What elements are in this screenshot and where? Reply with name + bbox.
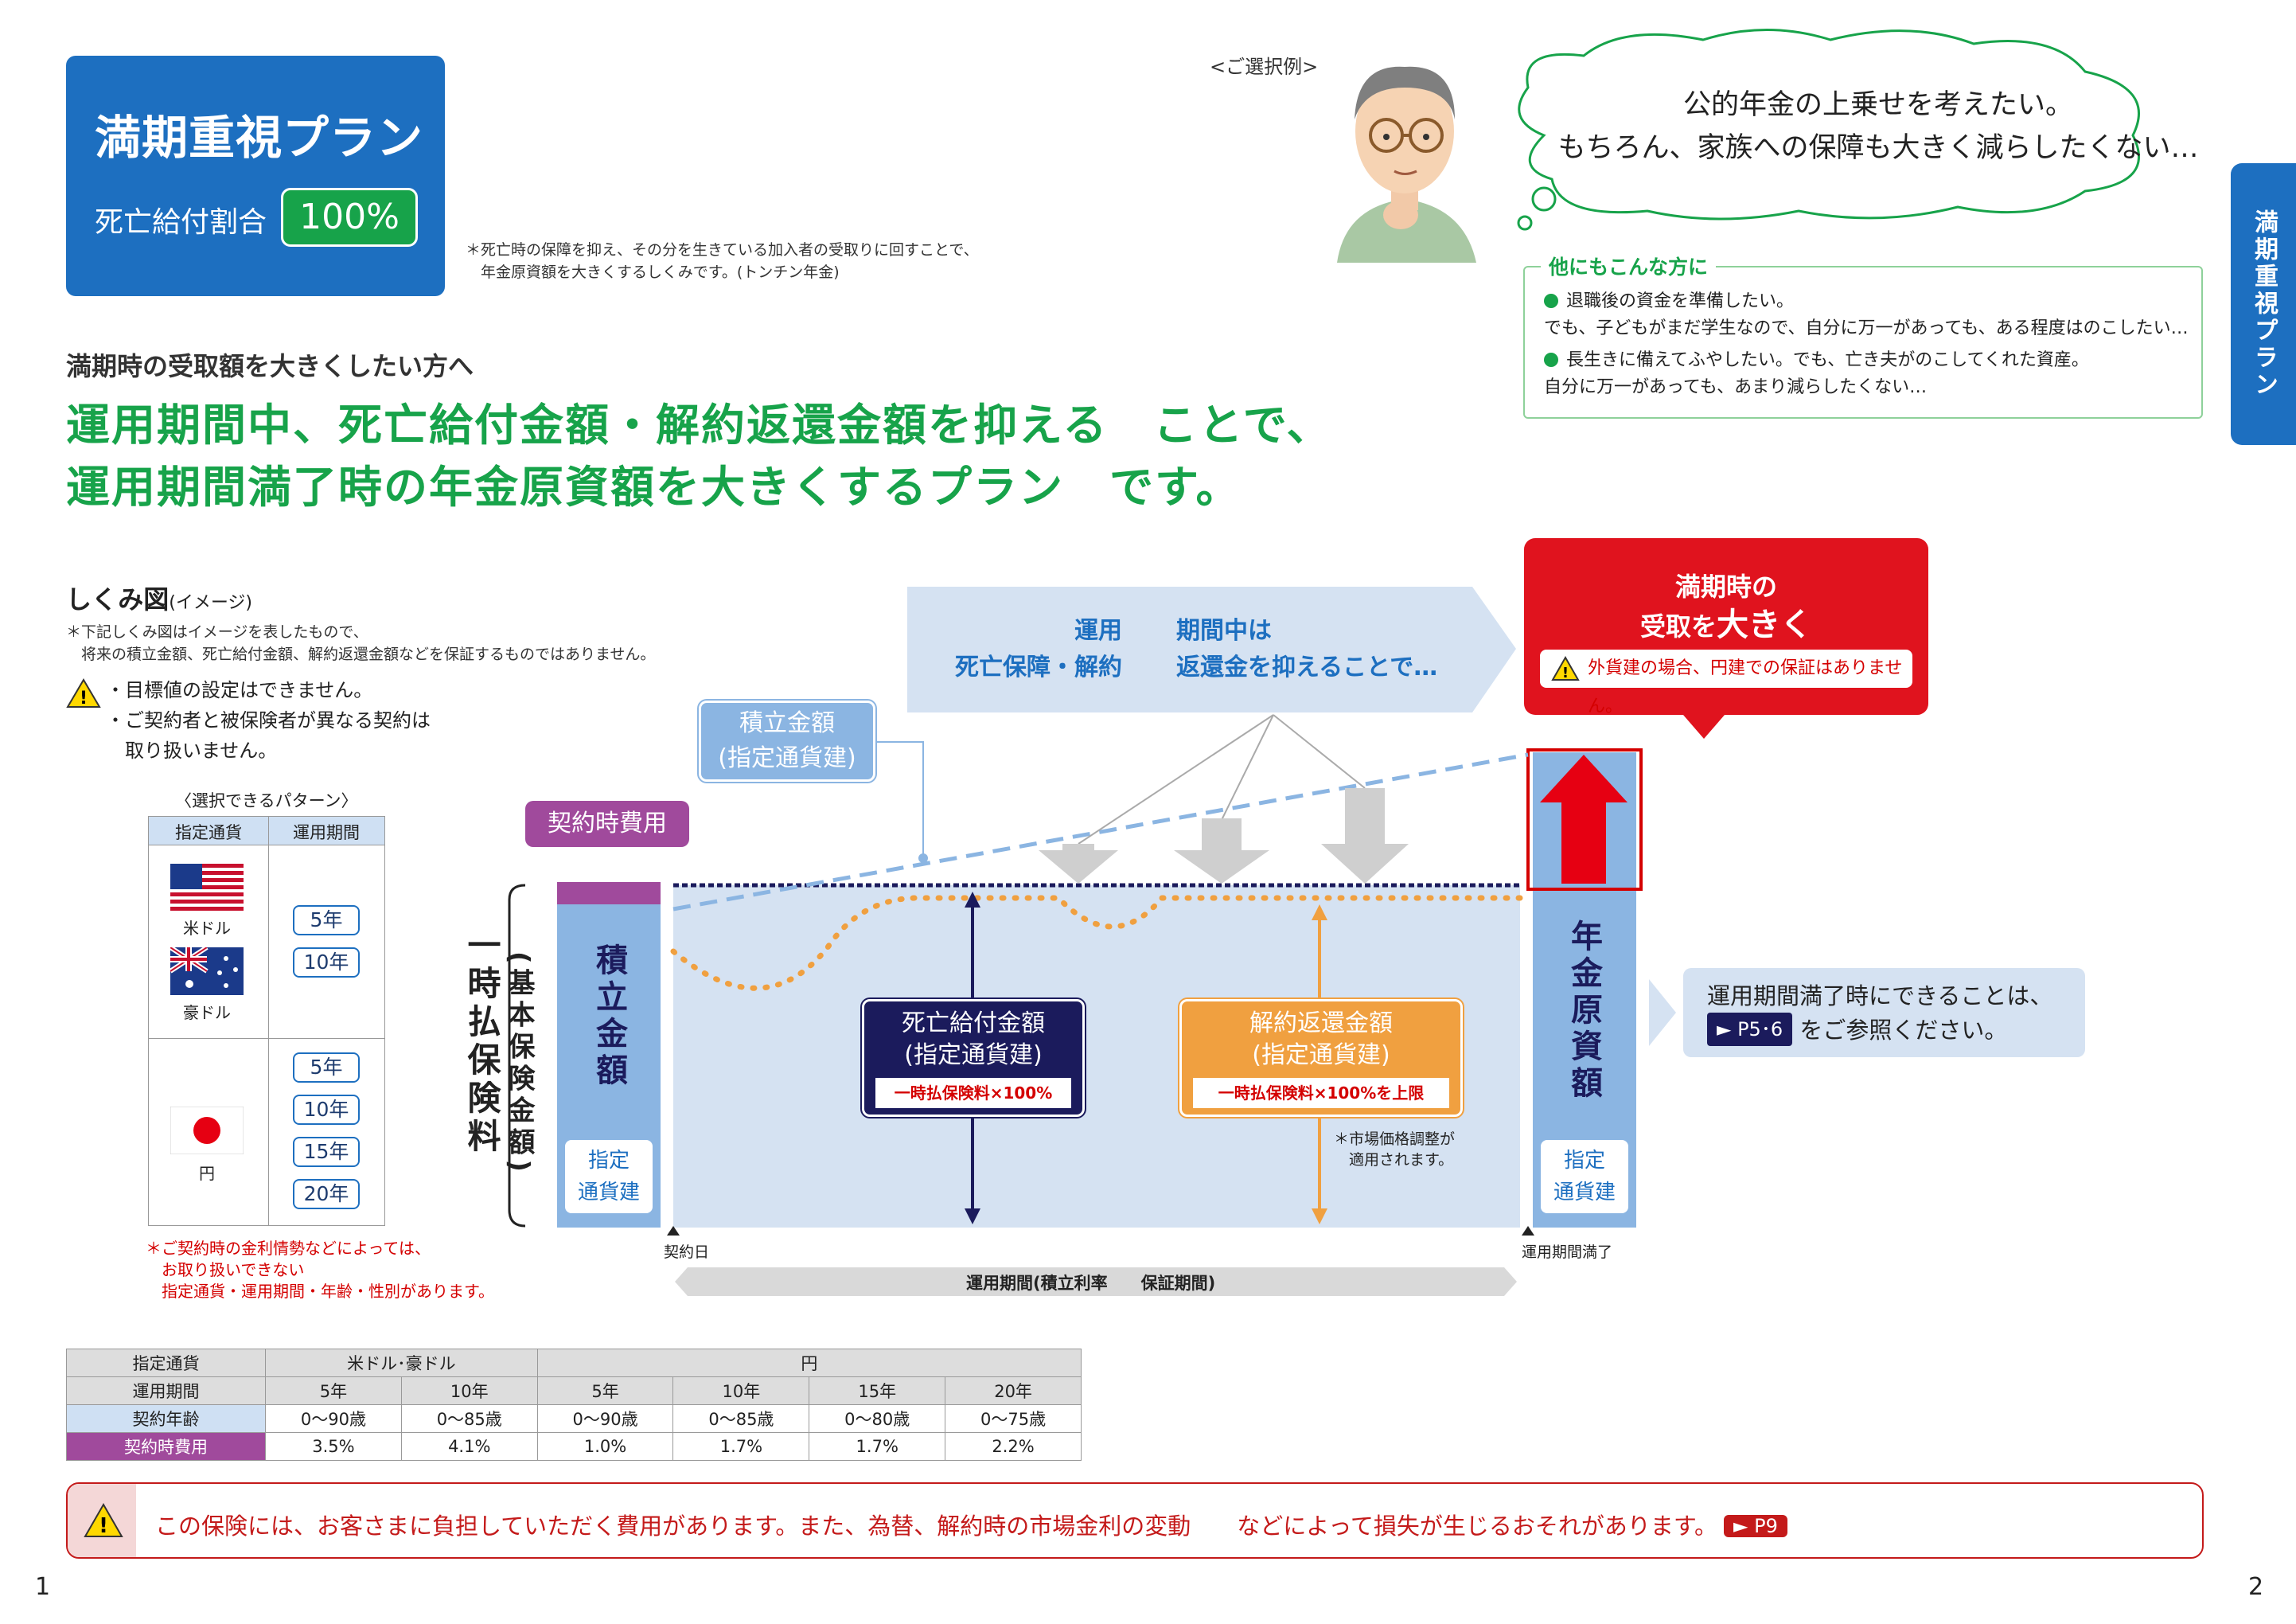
svg-text:!: !	[99, 1514, 108, 1538]
currency-tag-left: 指定 通貨建	[565, 1140, 653, 1213]
contract-fee-label: 契約時費用	[525, 801, 689, 847]
pattern-col-currency: 指定通貨	[175, 823, 242, 842]
warning-icon: !	[1551, 656, 1580, 681]
ref-box: 運用期間満了時にできることは、 ► P5･6 をご参照ください。	[1707, 979, 2052, 1047]
australia-flag-icon	[170, 947, 244, 995]
others-item-2: 長生きに備えてふやしたい。でも、亡き夫がのこしてくれた資産。 自分に万一があって…	[1544, 350, 2089, 397]
svg-text:!: !	[1562, 665, 1569, 681]
plan-note: ＊死亡時の保障を抑え、その分を生きている加入者の受取りに回すことで、 年金原資額…	[466, 241, 979, 281]
page-number-right: 2	[2248, 1573, 2264, 1601]
warning-icon: !	[66, 678, 101, 709]
risk-banner: ! この保険には、お客さまに負担していただく費用があります。また、為替、解約時の…	[66, 1482, 2204, 1559]
mechanism-diagram	[508, 587, 2085, 1296]
thought-cloud	[1517, 29, 2140, 231]
pattern-note: ＊ご契約時の金利情勢などによっては、 お取り扱いできない 指定通貨・運用期間・年…	[146, 1239, 494, 1301]
premium-sub: (基本保険金額)	[503, 951, 535, 1177]
thought-text: 公的年金の上乗せを考えたい。 もちろん、家族への保障も大きく減らしたくない…	[1557, 89, 2199, 164]
banner-pill[interactable]: ► P9	[1724, 1515, 1787, 1537]
selection-example: <ご選択例>	[1210, 56, 1319, 78]
accum-label: 積立金額 (指定通貨建)	[699, 701, 875, 782]
headline: 運用期間中、死亡給付金額・解約返還金額を抑える ことで、 運用期間満了時の年金原…	[66, 400, 1332, 513]
bullet-icon	[1544, 294, 1558, 308]
end-label: 運用期間満了	[1522, 1243, 1613, 1261]
death-ratio-value: 100%	[281, 188, 418, 247]
maturity-warning: 外貨建の場合、円建での保証はありません。	[1540, 650, 1912, 716]
others-heading: 他にもこんな方に	[1541, 252, 1717, 280]
pattern-usd-10y: 10年	[293, 947, 360, 978]
lead-text: 満期時の受取額を大きくしたい方へ	[66, 351, 474, 381]
usd-label: 米ドル	[183, 919, 231, 938]
others-item-1: 退職後の資金を準備したい。 でも、子どもがまだ学生なので、自分に万一があっても、…	[1544, 291, 2189, 338]
bullet-icon	[1544, 353, 1558, 367]
pattern-jpy-5y: 5年	[293, 1052, 360, 1083]
surrender-box: 解約返還金額 (指定通貨建) 一時払保険料×100%を上限	[1179, 999, 1463, 1117]
pattern-jpy-20y: 20年	[293, 1179, 360, 1209]
mechanism-warnings: ・目標値の設定はできません。 ・ご契約者と被保険者が異なる契約は 取り扱いません…	[106, 679, 431, 762]
premium-label: 一時払保険料	[462, 927, 501, 1157]
start-label: 契約日	[664, 1243, 710, 1261]
page-number-left: 1	[35, 1573, 51, 1601]
pattern-jpy-15y: 15年	[293, 1137, 360, 1167]
pattern-table: 指定通貨 運用期間	[148, 816, 385, 1226]
ref-pill[interactable]: ► P5･6	[1707, 1013, 1793, 1046]
jpy-label: 円	[199, 1164, 215, 1183]
period-label: 運用期間(積立利率 保証期間)	[966, 1274, 1216, 1293]
banner-text: この保険には、お客さまに負担していただく費用があります。また、為替、解約時の市場…	[155, 1513, 1718, 1540]
man-illustration-icon	[1337, 66, 1476, 263]
accum-bar-label: 積立金額	[591, 943, 627, 1090]
up-arrow-icon	[1540, 755, 1627, 884]
death-ratio-label: 死亡給付割合	[95, 206, 267, 239]
mva-note: ＊市場価格調整が 適用されます。	[1334, 1130, 1456, 1169]
plan-title-box: 満期重視プラン 死亡給付割合 100%	[66, 56, 445, 296]
maturity-box: 満期時の 受取を大きく 外貨建の場合、円建での保証はありません。 !	[1524, 538, 1928, 739]
fee-band	[557, 882, 661, 904]
callout-right: 期間中は返還金を抑えることで…	[1176, 617, 1438, 681]
svg-text:!: !	[80, 689, 88, 709]
death-box: 死亡給付金額 (指定通貨建) 一時払保険料×100%	[862, 999, 1085, 1117]
pension-bar-label: 年金原資額	[1565, 919, 1602, 1103]
aud-label: 豪ドル	[183, 1003, 231, 1022]
pattern-title: 〈選択できるパターン〉	[175, 791, 358, 810]
usa-flag-icon	[170, 864, 244, 912]
currency-tag-right: 指定 通貨建	[1541, 1140, 1628, 1213]
pattern-usd-5y: 5年	[293, 905, 360, 935]
mechanism-note: ＊下記しくみ図はイメージを表したもので、 将来の積立金額、死亡給付金額、解約返還…	[66, 623, 656, 663]
others-box: 他にもこんな方に 退職後の資金を準備したい。 でも、子どもがまだ学生なので、自分…	[1523, 252, 2203, 419]
mechanism-title: しくみ図(イメージ)	[66, 584, 253, 615]
callout-left: 運用死亡保障・解約	[955, 617, 1122, 681]
side-tab[interactable]: 満期重視プラン	[2231, 163, 2296, 445]
japan-flag-icon	[170, 1107, 244, 1154]
pattern-col-period: 運用期間	[293, 823, 360, 842]
warning-icon: !	[84, 1503, 123, 1538]
pattern-jpy-10y: 10年	[293, 1095, 360, 1125]
plan-title: 満期重視プラン	[95, 111, 424, 165]
